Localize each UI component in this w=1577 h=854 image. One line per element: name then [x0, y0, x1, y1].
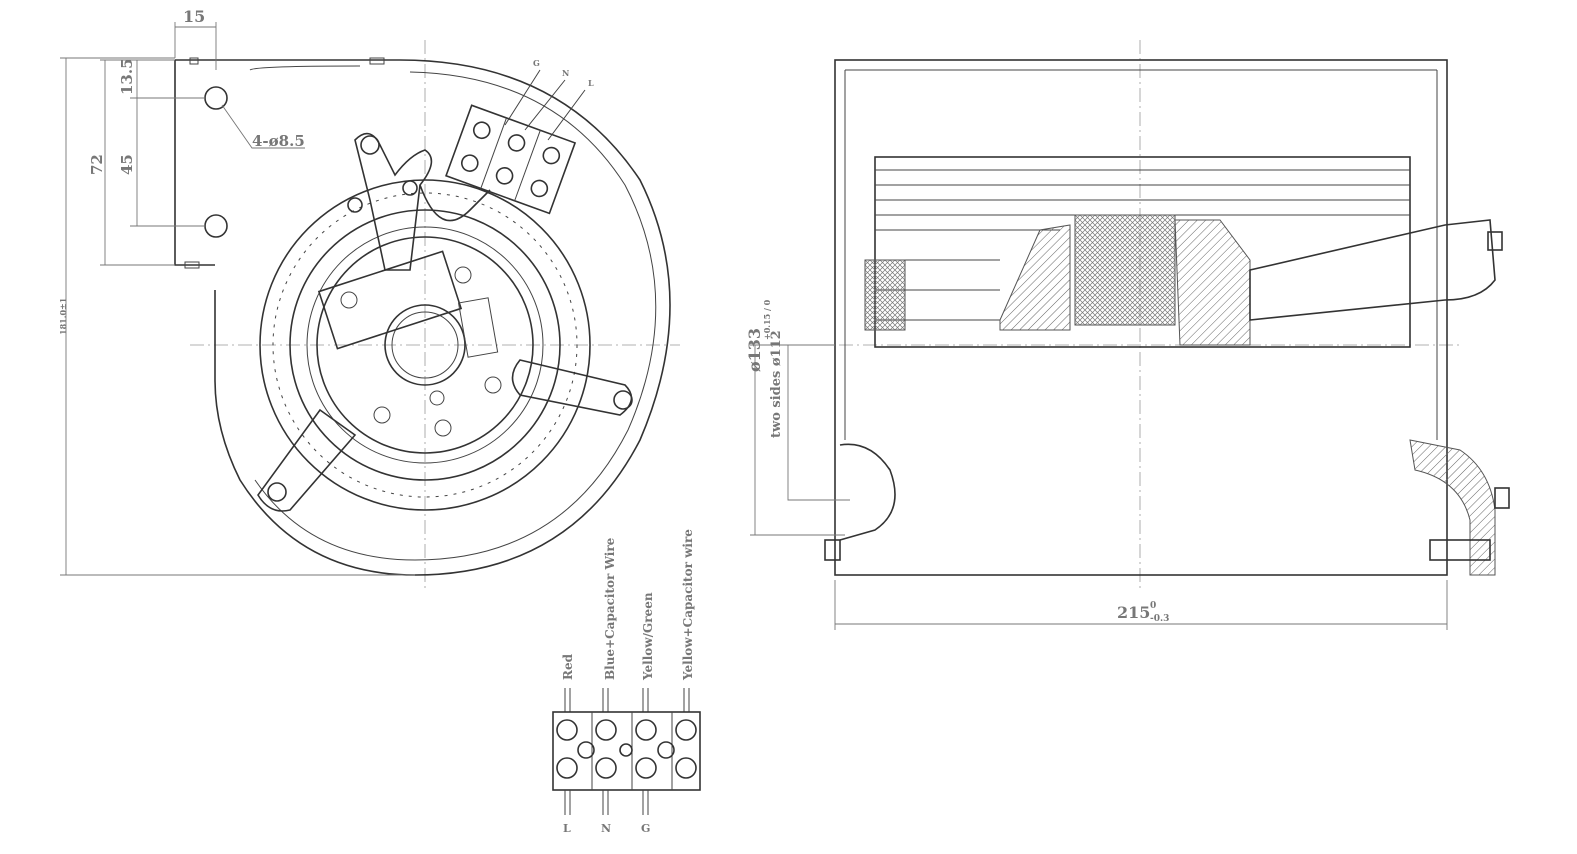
terminal-l: L	[563, 822, 571, 835]
dim-height	[60, 57, 415, 576]
motor-hub-inner	[391, 311, 459, 379]
terminal-label-n: N	[562, 68, 569, 78]
terminal-block-front	[445, 104, 577, 215]
bracket-details	[184, 57, 385, 269]
dim-112-tolerance: +0.15 / 0	[762, 299, 772, 340]
clamp-bolt	[360, 135, 380, 155]
dim-133-label: ø133	[745, 328, 764, 372]
hole-callout: 4-ø8.5	[252, 132, 305, 150]
input-wires	[564, 688, 690, 712]
rating-label	[457, 297, 499, 358]
terminal-screws	[556, 719, 697, 779]
dim-height-label: 181.0±1	[58, 298, 68, 335]
dim-15-label: 15	[183, 7, 205, 26]
bearing-section	[864, 259, 906, 331]
terminal-g: G	[641, 822, 650, 835]
terminal-n: N	[601, 822, 611, 835]
terminal-label-g: G	[533, 58, 540, 68]
scroll-housing	[214, 59, 671, 576]
impeller-inner	[289, 209, 561, 481]
cable-clamp	[354, 132, 433, 271]
motor-housing	[316, 236, 534, 454]
foot-nut	[1429, 539, 1491, 561]
housing-outline	[834, 59, 1448, 576]
dim-15	[174, 22, 217, 70]
cable	[419, 184, 491, 222]
dim-lines-left	[100, 59, 205, 266]
scroll-housing-inner	[254, 71, 657, 561]
dim-215-label: 215	[1117, 603, 1150, 622]
wire-label-blue: Blue+Capacitor Wire	[603, 537, 617, 680]
impeller-outer	[259, 179, 591, 511]
dim-width	[834, 580, 1448, 630]
dim-13-5-label: 13.5	[118, 58, 136, 95]
wire-label-red: Red	[561, 653, 575, 680]
wire-label-yellow: Yellow+Capacitor wire	[681, 529, 695, 681]
foot-nut	[824, 539, 841, 561]
terminal-leaders	[504, 69, 586, 141]
mounting-hole	[204, 86, 228, 110]
support-arm	[511, 359, 633, 416]
dim-72-label: 72	[88, 154, 106, 175]
stator-winding	[1074, 214, 1176, 326]
terminal-label-l: L	[588, 78, 594, 88]
dim-215-tol-lower: -0.3	[1150, 614, 1169, 624]
housing-inner	[844, 69, 1438, 440]
rotor-section	[1174, 219, 1251, 346]
arm-bolt	[613, 390, 633, 410]
motor-screws	[340, 266, 502, 437]
arm-nut	[1487, 231, 1503, 251]
motor-hub	[384, 304, 466, 386]
impeller-blade-ring	[272, 192, 578, 498]
terminal-block	[552, 711, 701, 791]
output-wires	[564, 790, 649, 815]
motor-arm	[1249, 219, 1496, 321]
clamp-bolt	[347, 197, 363, 213]
motor-section	[999, 224, 1071, 331]
wiring-diagram: Red Blue+Capacitor Wire Yellow/Green Yel…	[552, 529, 701, 835]
dim-215-tol-upper: 0	[1150, 601, 1156, 611]
capacitor	[317, 250, 463, 350]
dim-112-label: two sides ø112	[769, 330, 784, 438]
impeller-side	[874, 156, 1411, 348]
clamp-bolt	[402, 180, 418, 196]
arm-nut	[1494, 487, 1510, 509]
hole-leader	[221, 104, 305, 149]
arm-bolt	[267, 482, 287, 502]
front-view: G N L 15 13.5 45 72 181.0±1 4-ø8.5	[58, 7, 680, 590]
inlet-left	[839, 443, 896, 541]
support-arm	[257, 408, 357, 512]
impeller-inner-ring	[306, 226, 544, 464]
dim-diameters	[750, 344, 850, 536]
wire-label-yellow-green: Yellow/Green	[641, 592, 655, 681]
mounting-hole	[204, 214, 228, 238]
side-view: ø133 two sides ø112 +0.15 / 0 215 0 -0.3	[745, 40, 1510, 630]
dim-45-label: 45	[118, 154, 136, 175]
motor-arm-section	[1409, 439, 1496, 576]
